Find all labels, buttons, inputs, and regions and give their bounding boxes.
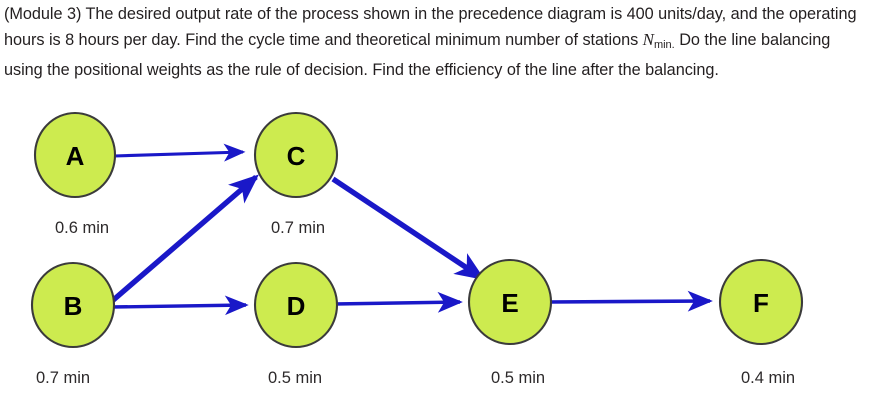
edge-a-to-c — [113, 143, 246, 162]
edge-b-to-d — [110, 295, 249, 316]
node-d-time: 0.5 min — [268, 369, 322, 387]
diagram-node-a[interactable]: A 0.6 min — [33, 111, 117, 237]
node-a-time: 0.6 min — [55, 219, 109, 237]
node-a-label: A — [66, 141, 85, 171]
edge-c-to-e — [331, 176, 486, 281]
diagram-node-e[interactable]: E 0.5 min — [467, 258, 553, 387]
node-b-label: B — [64, 291, 83, 321]
precedence-diagram-canvas: A 0.6 min C 0.7 min B 0.7 min D 0.5 min … — [30, 111, 804, 387]
node-e-time: 0.5 min — [491, 369, 545, 387]
edge-e-to-f — [548, 290, 713, 312]
node-b-circle[interactable] — [30, 261, 116, 349]
diagram-node-b[interactable]: B 0.7 min — [30, 261, 116, 387]
problem-statement: (Module 3) The desired output rate of th… — [4, 2, 870, 83]
node-d-circle[interactable] — [253, 261, 339, 349]
edge-d-to-e — [333, 291, 463, 313]
precedence-diagram: A 0.6 min C 0.7 min B 0.7 min D 0.5 min … — [0, 110, 878, 416]
node-f-circle[interactable] — [718, 258, 804, 346]
diagram-node-f[interactable]: F 0.4 min — [718, 258, 804, 387]
nmin-variable: N — [642, 30, 654, 49]
problem-text-prefix: (Module 3) The desired output rate of th… — [4, 5, 861, 49]
node-c-label: C — [287, 141, 306, 171]
node-a-circle[interactable] — [33, 111, 117, 199]
diagram-edges — [109, 143, 713, 316]
node-c-circle[interactable] — [253, 111, 339, 199]
problem-text-suffix: Do the line balancing using the position… — [4, 31, 835, 80]
edge-b-to-c — [109, 174, 259, 305]
node-e-label: E — [501, 288, 518, 318]
node-d-label: D — [287, 291, 306, 321]
nmin-subscript: min. — [653, 39, 675, 52]
node-b-time: 0.7 min — [36, 369, 90, 387]
node-c-time: 0.7 min — [271, 219, 325, 237]
diagram-node-c[interactable]: C 0.7 min — [253, 111, 339, 237]
node-e-circle[interactable] — [467, 258, 553, 346]
node-f-time: 0.4 min — [741, 369, 795, 387]
node-f-label: F — [753, 288, 769, 318]
diagram-node-d[interactable]: D 0.5 min — [253, 261, 339, 387]
